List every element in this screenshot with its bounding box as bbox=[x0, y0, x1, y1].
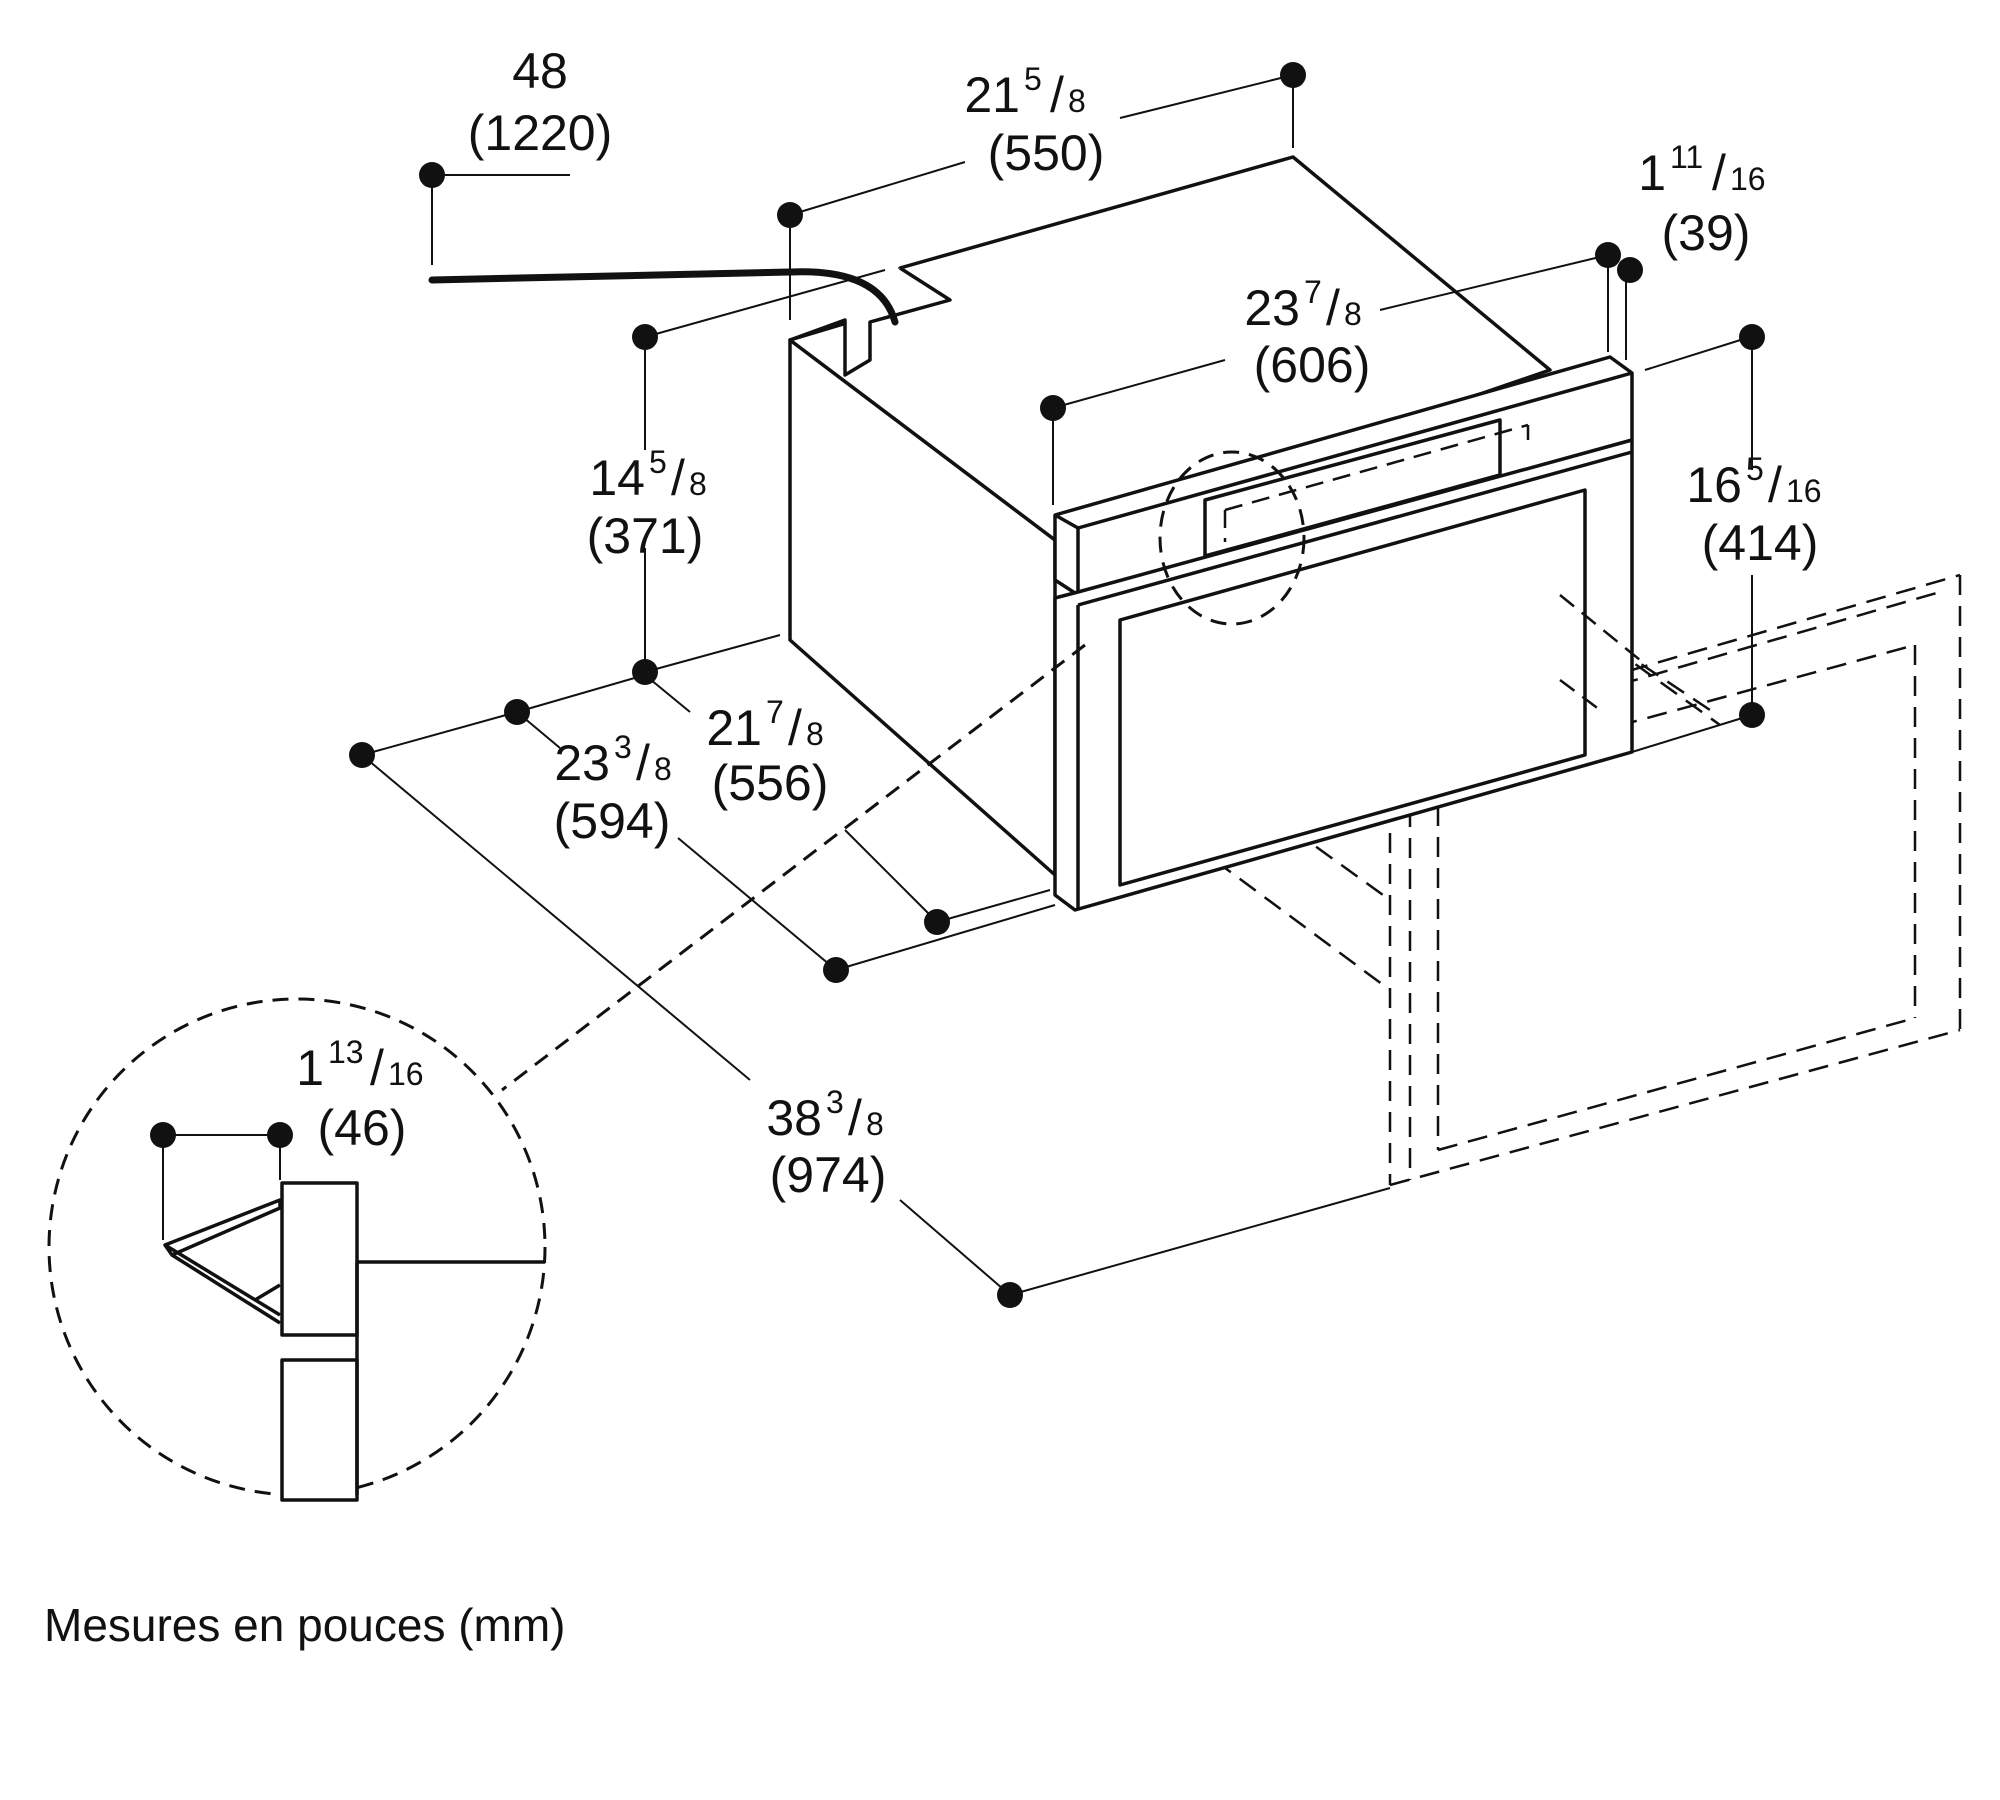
dim-front-height-den: 16 bbox=[1786, 473, 1822, 509]
dim-front-trim-depth-num: 11 bbox=[1670, 139, 1703, 175]
cabinet-outline bbox=[1139, 573, 1962, 1187]
dimension-lines bbox=[361, 74, 1753, 1296]
dim-overall-width-whole: 23 bbox=[1244, 280, 1300, 336]
dim-body-height-whole: 14 bbox=[589, 450, 645, 506]
dim-label-top-depth: 21 5 / 8 (550) bbox=[964, 61, 1104, 181]
dim-front-trim-depth-whole: 1 bbox=[1638, 145, 1666, 201]
dim-detail-offset-num: 13 bbox=[328, 1034, 364, 1070]
dim-label-body-height: 14 5 / 8 (371) bbox=[587, 444, 707, 564]
dim-label-door-open-depth: 38 3 / 8 (974) bbox=[766, 1084, 886, 1203]
dim-body-width-metric: (594) bbox=[554, 793, 671, 849]
dim-label-body-depth: 21 7 / 8 (556) bbox=[706, 694, 828, 811]
svg-text:/: / bbox=[848, 1090, 862, 1146]
dimension-dots bbox=[150, 62, 1765, 1308]
dim-label-front-height: 16 5 / 16 (414) bbox=[1686, 451, 1821, 571]
dim-door-open-depth-metric: (974) bbox=[770, 1147, 887, 1203]
dim-body-width-whole: 23 bbox=[554, 735, 610, 791]
dim-front-height-whole: 16 bbox=[1686, 457, 1742, 513]
dim-overall-width-metric: (606) bbox=[1254, 337, 1371, 393]
dim-body-height-den: 8 bbox=[689, 466, 707, 502]
dim-door-open-depth-num: 3 bbox=[826, 1084, 844, 1120]
detail-view bbox=[47, 997, 547, 1502]
dim-top-depth-metric: (550) bbox=[988, 125, 1105, 181]
dim-label-front-trim-depth: 1 11 / 16 (39) bbox=[1638, 139, 1765, 261]
dim-top-depth-num: 5 bbox=[1024, 61, 1042, 97]
dim-body-width-den: 8 bbox=[654, 751, 672, 787]
dim-door-open-depth-whole: 38 bbox=[766, 1090, 822, 1146]
svg-text:/: / bbox=[1712, 145, 1726, 201]
oven-body bbox=[788, 155, 1634, 912]
dim-overall-width-num: 7 bbox=[1304, 274, 1322, 310]
dim-overall-width-den: 8 bbox=[1344, 296, 1362, 332]
dim-body-height-metric: (371) bbox=[587, 508, 704, 564]
dim-front-height-num: 5 bbox=[1746, 451, 1764, 487]
dim-body-depth-whole: 21 bbox=[706, 700, 762, 756]
dim-front-height-metric: (414) bbox=[1702, 515, 1819, 571]
dim-front-trim-depth-metric: (39) bbox=[1662, 205, 1751, 261]
svg-text:/: / bbox=[788, 700, 802, 756]
units-caption: Mesures en pouces (mm) bbox=[44, 1599, 566, 1651]
dim-body-height-num: 5 bbox=[649, 444, 667, 480]
dim-front-trim-depth-den: 16 bbox=[1730, 161, 1766, 197]
dim-cord-length-metric: (1220) bbox=[468, 105, 613, 161]
detail-door bbox=[280, 1358, 359, 1502]
dim-top-depth-whole: 21 bbox=[964, 67, 1020, 123]
svg-text:/: / bbox=[370, 1040, 384, 1096]
dim-detail-offset-whole: 1 bbox=[296, 1040, 324, 1096]
power-cord bbox=[428, 268, 899, 326]
detail-marker bbox=[1158, 450, 1306, 626]
dim-label-cord-length: 48 (1220) bbox=[468, 43, 613, 161]
svg-text:/: / bbox=[1050, 67, 1064, 123]
svg-text:/: / bbox=[1326, 280, 1340, 336]
dim-cord-length-imperial: 48 bbox=[512, 43, 568, 99]
svg-text:/: / bbox=[636, 735, 650, 791]
dim-detail-offset-metric: (46) bbox=[318, 1100, 407, 1156]
dim-detail-offset-den: 16 bbox=[388, 1056, 424, 1092]
dim-body-depth-num: 7 bbox=[766, 694, 784, 730]
dim-label-detail-offset: 1 13 / 16 (46) bbox=[296, 1034, 423, 1156]
svg-text:/: / bbox=[671, 450, 685, 506]
dim-top-depth-den: 8 bbox=[1068, 83, 1086, 119]
dim-label-body-width: 23 3 / 8 (594) bbox=[554, 729, 672, 849]
dim-door-open-depth-den: 8 bbox=[866, 1106, 884, 1142]
dim-body-depth-metric: (556) bbox=[712, 755, 829, 811]
dim-body-width-num: 3 bbox=[614, 729, 632, 765]
detail-trim bbox=[280, 1181, 359, 1337]
svg-text:/: / bbox=[1768, 457, 1782, 513]
dim-body-depth-den: 8 bbox=[806, 716, 824, 752]
dim-label-overall-width: 23 7 / 8 (606) bbox=[1244, 274, 1370, 393]
oven-window bbox=[1118, 488, 1587, 887]
